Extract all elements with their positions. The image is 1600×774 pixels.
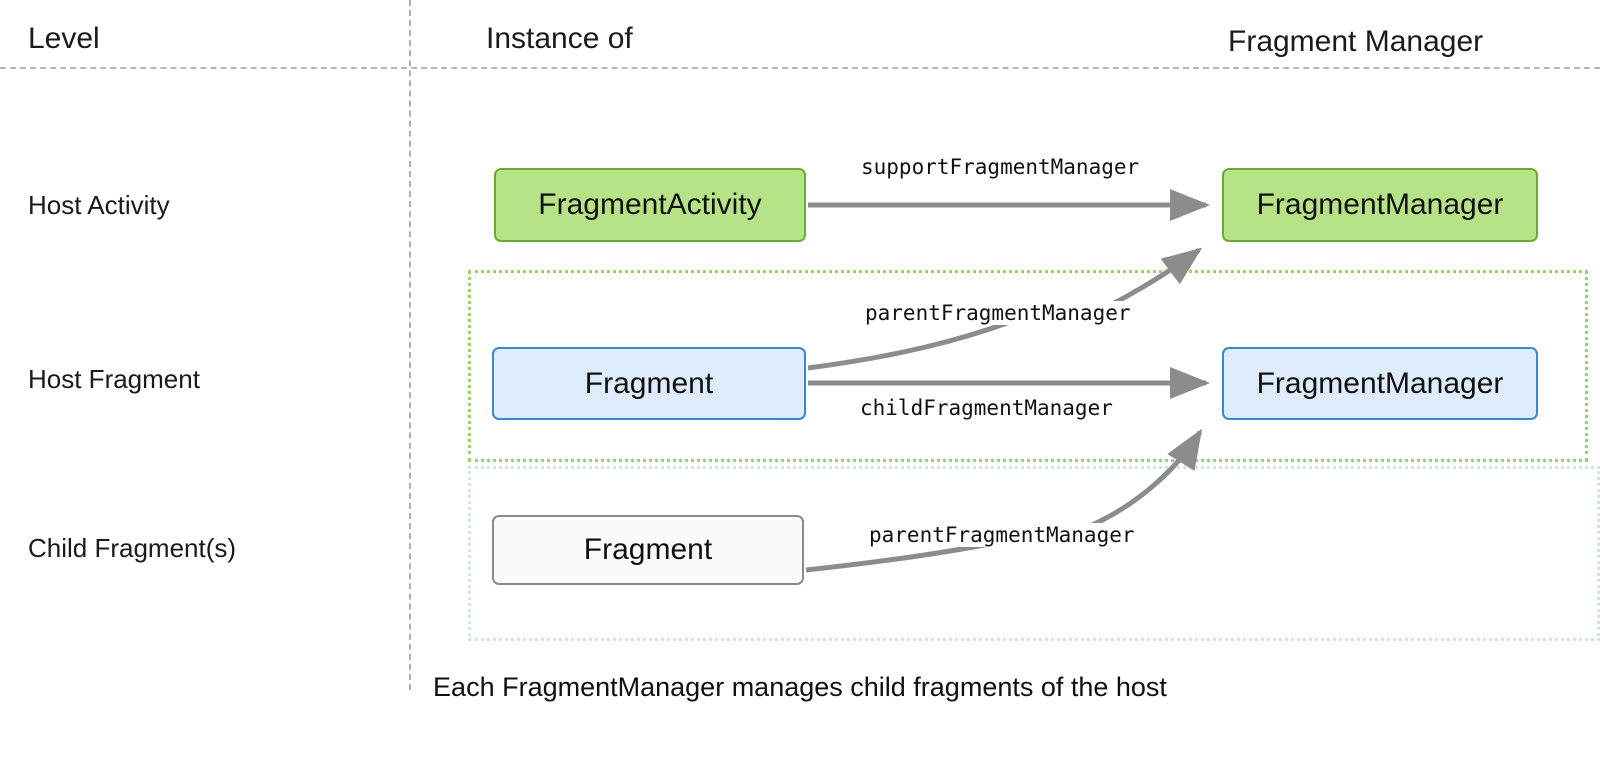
- node-fragment-manager-fragment-label: FragmentManager: [1256, 366, 1504, 400]
- edge-label-child-fragment-manager: childFragmentManager: [857, 396, 1116, 420]
- node-fragment-host-label: Fragment: [584, 366, 714, 400]
- edge-label-parent-fragment-manager-host: parentFragmentManager: [862, 301, 1134, 325]
- node-fragment-host[interactable]: Fragment: [492, 347, 806, 420]
- node-fragment-manager-activity[interactable]: FragmentManager: [1222, 168, 1538, 242]
- node-fragment-manager-fragment[interactable]: FragmentManager: [1222, 347, 1538, 420]
- level-label-child-fragments: Child Fragment(s): [28, 533, 237, 563]
- diagram-caption: Each FragmentManager manages child fragm…: [433, 672, 1167, 702]
- node-fragment-manager-activity-label: FragmentManager: [1256, 188, 1504, 221]
- host-fragment-group-container: [468, 270, 1588, 462]
- node-fragment-activity-label: FragmentActivity: [538, 188, 762, 221]
- column-header-instance-of: Instance of: [486, 22, 633, 55]
- level-label-host-activity: Host Activity: [28, 190, 170, 220]
- column-header-fragment-manager: Fragment Manager: [1228, 25, 1484, 58]
- header-divider: [0, 67, 1600, 69]
- node-fragment-child-label: Fragment: [583, 533, 713, 566]
- child-fragment-group-container: [468, 466, 1600, 641]
- node-fragment-activity[interactable]: FragmentActivity: [494, 168, 806, 242]
- edge-label-parent-fragment-manager-child: parentFragmentManager: [866, 523, 1138, 547]
- level-label-host-fragment: Host Fragment: [28, 364, 200, 394]
- node-fragment-child[interactable]: Fragment: [492, 515, 804, 585]
- column-header-level: Level: [28, 22, 100, 55]
- vertical-divider: [409, 0, 411, 690]
- edge-label-support-fragment-manager: supportFragmentManager: [858, 155, 1143, 179]
